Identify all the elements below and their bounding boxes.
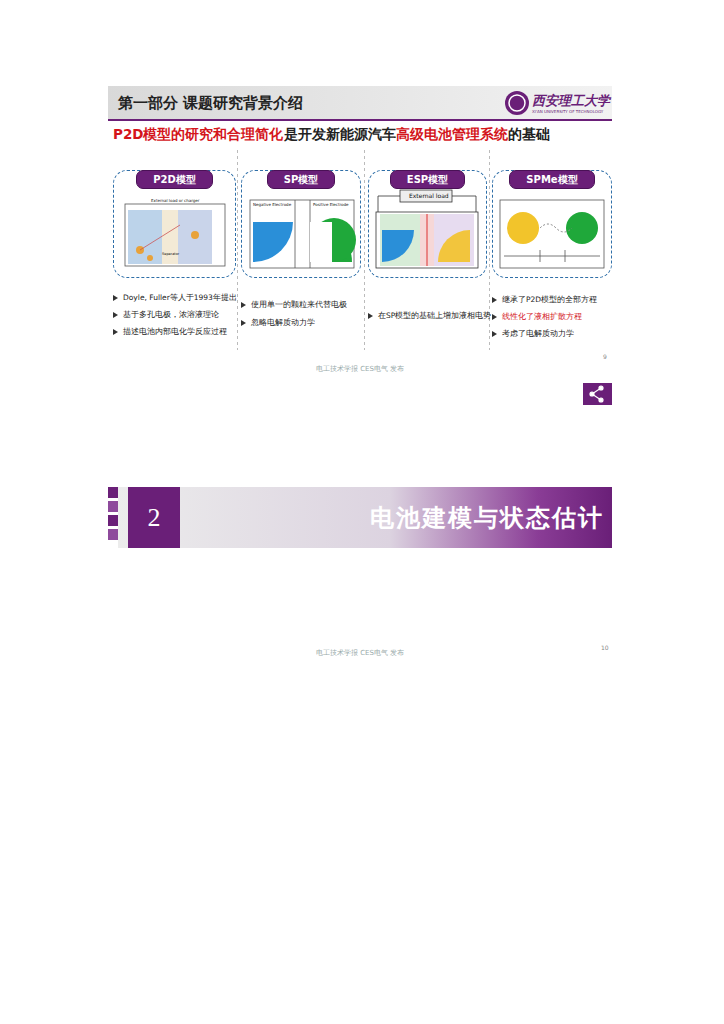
bullet-row: 忽略电解质动力学 xyxy=(241,318,315,328)
logo-text: 西安理工大学 xyxy=(532,92,610,110)
subtitle-part: 高级电池管理系统 xyxy=(396,126,508,142)
bullet-row: 使用单一的颗粒来代替电极 xyxy=(241,300,347,310)
section-number: 2 xyxy=(128,487,180,548)
bullet-row: 线性化了液相扩散方程 xyxy=(492,312,582,322)
model-panel: SP模型 xyxy=(241,170,361,278)
subtitle-part: 的基础 xyxy=(508,126,550,142)
share-icon xyxy=(590,386,603,402)
share-icon-bg xyxy=(583,383,612,405)
sp-illustration xyxy=(250,200,356,268)
model-panel: P2D模型 xyxy=(113,170,236,278)
image-label: External load xyxy=(409,192,449,199)
header-rule xyxy=(108,119,612,121)
header-band xyxy=(108,86,612,120)
bullet-row: 继承了P2D模型的全部方程 xyxy=(492,295,597,305)
bullet-text: 考虑了电解质动力学 xyxy=(502,329,574,339)
bullet-text: 继承了P2D模型的全部方程 xyxy=(502,295,597,305)
subtitle-part: 是开发新能源汽车 xyxy=(284,126,396,142)
bullet-text: 使用单一的颗粒来代替电极 xyxy=(251,300,347,310)
side-bar xyxy=(108,529,118,540)
bullet-text: 忽略电解质动力学 xyxy=(251,318,315,328)
model-panel: SPMe模型 xyxy=(492,170,612,278)
model-title-pill: SPMe模型 xyxy=(509,170,594,189)
bullet-text: 基于多孔电极，浓溶液理论 xyxy=(123,310,219,320)
watermark: 电工技术学报 CES电气 发布 xyxy=(316,648,404,658)
subtitle-part: P2D模型的研究和合理简化 xyxy=(113,126,284,142)
p2d-illustration xyxy=(125,204,225,266)
bullet-arrow xyxy=(241,320,246,326)
model-title-pill: SP模型 xyxy=(267,170,336,189)
bullet-row: 在SP模型的基础上增加液相电势 xyxy=(368,311,491,321)
logo-ring xyxy=(509,95,525,111)
slide-subtitle: P2D模型的研究和合理简化是开发新能源汽车高级电池管理系统的基础 xyxy=(113,126,550,144)
bullet-arrow xyxy=(113,312,118,318)
image-label: Separator xyxy=(162,252,179,256)
side-bar xyxy=(108,487,118,498)
side-bar xyxy=(108,515,118,526)
bullet-arrow xyxy=(492,297,497,303)
slide-heading: 第一部分 课题研究背景介绍 xyxy=(118,94,303,113)
bullet-arrow xyxy=(492,331,497,337)
model-title-pill: ESP模型 xyxy=(390,170,465,189)
image-label: Positive Electrode xyxy=(313,202,349,207)
model-panel: ESP模型 xyxy=(368,170,487,278)
bullet-arrow xyxy=(241,302,246,308)
bullet-row: 考虑了电解质动力学 xyxy=(492,329,574,339)
bullet-row: 描述电池内部电化学反应过程 xyxy=(113,327,227,337)
bullet-arrow xyxy=(368,313,373,319)
bullet-text: 描述电池内部电化学反应过程 xyxy=(123,327,227,337)
bullet-arrow xyxy=(492,314,497,320)
image-label: Negative Electrode xyxy=(253,202,291,207)
page-number: 9 xyxy=(603,353,607,360)
image-label: External load or charger xyxy=(150,198,200,203)
section-band: 电池建模与状态估计 2 xyxy=(118,487,612,548)
logo-emblem xyxy=(505,91,529,115)
bullet-arrow xyxy=(113,329,118,335)
model-title-pill: P2D模型 xyxy=(136,170,213,189)
bullet-text: 在SP模型的基础上增加液相电势 xyxy=(378,311,491,321)
section-number-text: 2 xyxy=(148,503,161,533)
section-title: 电池建模与状态估计 xyxy=(370,502,604,534)
bullet-text: 线性化了液相扩散方程 xyxy=(502,312,582,322)
page-number: 10 xyxy=(601,644,609,651)
bullet-text: Doyle, Fuller等人于1993年提出 xyxy=(123,293,237,303)
spme-illustration xyxy=(500,200,604,268)
esp-illustration xyxy=(376,190,478,268)
watermark: 电工技术学报 CES电气 发布 xyxy=(316,364,404,374)
bullet-row: Doyle, Fuller等人于1993年提出 xyxy=(113,293,237,303)
bullet-row: 基于多孔电极，浓溶液理论 xyxy=(113,310,219,320)
bullet-arrow xyxy=(113,295,118,301)
logo-subtext: XI'AN UNIVERSITY OF TECHNOLOGY xyxy=(532,109,603,114)
side-bar xyxy=(108,501,118,512)
